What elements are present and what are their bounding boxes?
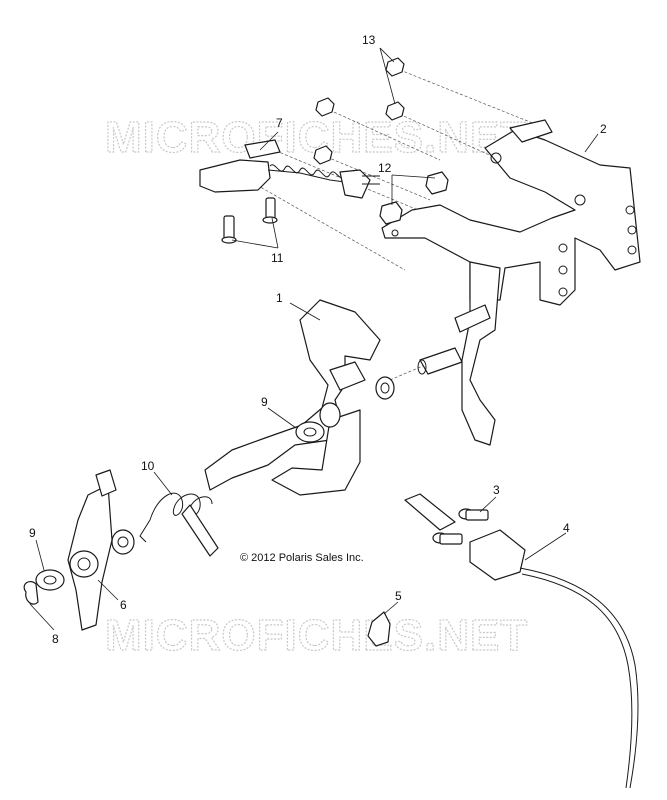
callout-9a: 9 (261, 395, 268, 409)
callout-4: 4 (563, 521, 570, 535)
lever-part-6 (67, 469, 117, 631)
switch-part-7 (199, 139, 380, 199)
pin-part-11 (221, 197, 278, 244)
bushing (375, 376, 395, 400)
callout-labels: 1 2 3 4 5 6 7 8 9 9 10 11 12 13 (29, 33, 607, 646)
callout-3: 3 (493, 483, 500, 497)
clip-part-8 (23, 580, 39, 605)
watermark-bottom: MICROFICHES.NET (105, 611, 528, 660)
copyright-notice: © 2012 Polaris Sales Inc. (240, 552, 364, 564)
callout-1: 1 (276, 291, 283, 305)
cable-clip-part-5 (367, 611, 391, 647)
spring-part-10 (139, 492, 219, 557)
nut-part-13 (313, 57, 405, 165)
callout-12: 12 (378, 161, 392, 175)
lever-bushing (111, 529, 135, 555)
callout-9b: 9 (29, 526, 36, 540)
callout-10: 10 (141, 459, 155, 473)
callout-6: 6 (120, 598, 127, 612)
callout-13: 13 (362, 33, 376, 47)
callout-7: 7 (276, 116, 283, 130)
pedal-arm-part-1 (204, 299, 381, 496)
mounting-bracket-part-2 (381, 119, 641, 446)
bolt-part-3 (432, 508, 489, 545)
callout-5: 5 (395, 589, 402, 603)
callout-2: 2 (600, 122, 607, 136)
callout-8: 8 (52, 632, 59, 646)
cable-part-4 (404, 493, 639, 789)
callout-leaders (29, 47, 599, 631)
callout-11: 11 (271, 251, 284, 265)
washer-part-9 (35, 421, 325, 591)
